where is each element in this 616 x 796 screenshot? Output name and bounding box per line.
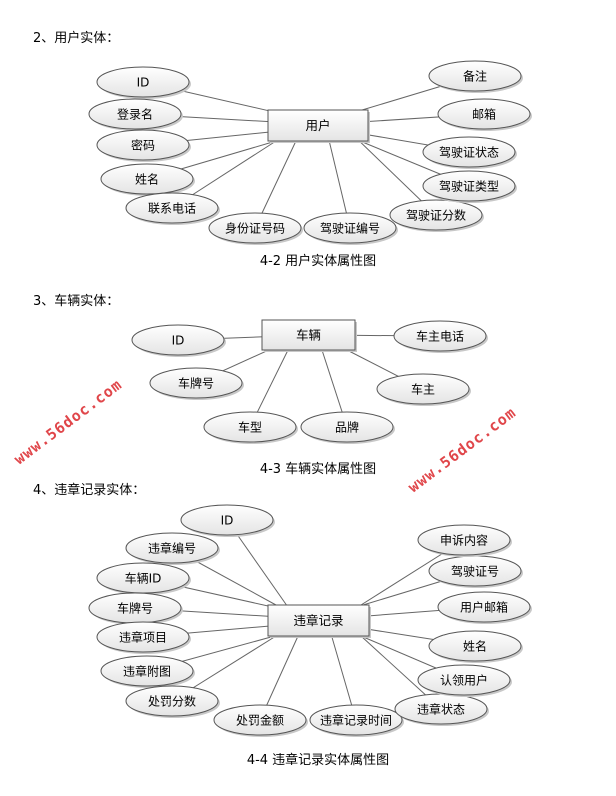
attribute-label: 驾驶证号: [451, 564, 499, 579]
attribute-ellipse: [389, 199, 483, 231]
attribute-label: 姓名: [135, 172, 159, 187]
attribute-label: 备注: [463, 69, 487, 84]
attribute-label: ID: [221, 514, 234, 528]
attribute-label: 违章编号: [148, 541, 196, 556]
attribute-ellipse: [100, 163, 194, 195]
attribute-ellipse: [96, 66, 190, 98]
attribute-ellipse: [428, 60, 522, 92]
entity-label: 违章记录: [293, 613, 343, 628]
attribute-label: 车主电话: [416, 329, 464, 344]
attribute-ellipse: [417, 664, 511, 696]
attribute-ellipse: [203, 411, 297, 443]
attribute-label: 违章状态: [417, 702, 465, 717]
attribute-ellipse: [208, 212, 302, 244]
figure-caption-vehicle: 4-3 车辆实体属性图: [259, 462, 377, 477]
attribute-ellipse: [180, 504, 274, 536]
attribute-label: 登录名: [117, 107, 153, 122]
attribute-ellipse: [309, 704, 403, 736]
attribute-ellipse: [88, 98, 182, 130]
attribute-label: ID: [172, 334, 185, 348]
attribute-ellipse: [300, 411, 394, 443]
attribute-ellipse: [422, 170, 516, 202]
attribute-label: 用户邮箱: [460, 600, 508, 615]
section-heading-vehicle: 3、车辆实体：: [33, 294, 120, 309]
attribute-label: 品牌: [335, 421, 359, 435]
attribute-label: 车型: [238, 420, 262, 435]
entity-label: 车辆: [296, 328, 321, 343]
attribute-label: 驾驶证编号: [320, 221, 380, 236]
attribute-ellipse: [100, 655, 194, 687]
attribute-ellipse: [149, 367, 243, 399]
attribute-ellipse: [393, 320, 487, 352]
attribute-label: 密码: [131, 138, 155, 153]
attribute-ellipse: [125, 532, 219, 564]
attribute-ellipse: [96, 129, 190, 161]
entity-label: 用户: [305, 118, 330, 133]
attribute-ellipse: [131, 324, 225, 356]
attribute-label: 车辆ID: [125, 571, 162, 586]
attribute-label: 车牌号: [178, 376, 214, 391]
attribute-ellipse: [428, 630, 522, 662]
attribute-ellipse: [422, 136, 516, 168]
attribute-ellipse: [437, 98, 531, 130]
attribute-label: 违章记录时间: [320, 713, 392, 728]
figure-caption-user: 4-2 用户实体属性图: [259, 254, 377, 269]
entity-box: [267, 604, 370, 637]
entity-box: [267, 109, 369, 142]
attribute-label: 身份证号码: [225, 221, 285, 236]
figure-caption-violation: 4-4 违章记录实体属性图: [246, 753, 390, 768]
section-heading-violation: 4、违章记录实体：: [33, 483, 146, 498]
attribute-label: ID: [137, 76, 150, 90]
attribute-ellipse: [125, 685, 219, 717]
attribute-label: 驾驶证分数: [406, 208, 466, 223]
attribute-label: 违章项目: [119, 630, 167, 645]
attribute-ellipse: [213, 704, 307, 736]
attribute-label: 处罚金额: [236, 713, 284, 728]
entity-box: [261, 319, 356, 351]
attribute-label: 认领用户: [440, 673, 488, 688]
attribute-label: 申诉内容: [440, 533, 488, 548]
attribute-label: 驾驶证类型: [439, 179, 499, 194]
attribute-label: 邮箱: [472, 107, 496, 122]
attribute-label: 车主: [411, 382, 435, 397]
attribute-ellipse: [125, 192, 219, 224]
section-heading-user: 2、用户实体：: [33, 31, 120, 46]
attribute-label: 联系电话: [148, 202, 196, 216]
attribute-ellipse: [96, 621, 190, 653]
attribute-label: 违章附图: [123, 664, 171, 679]
attribute-label: 处罚分数: [148, 694, 196, 709]
attribute-label: 姓名: [463, 639, 487, 654]
attribute-ellipse: [376, 373, 470, 405]
attribute-ellipse: [417, 524, 511, 556]
attribute-label: 驾驶证状态: [439, 145, 499, 160]
attribute-ellipse: [303, 212, 397, 244]
attribute-label: 车牌号: [117, 601, 153, 616]
attribute-ellipse: [437, 591, 531, 623]
